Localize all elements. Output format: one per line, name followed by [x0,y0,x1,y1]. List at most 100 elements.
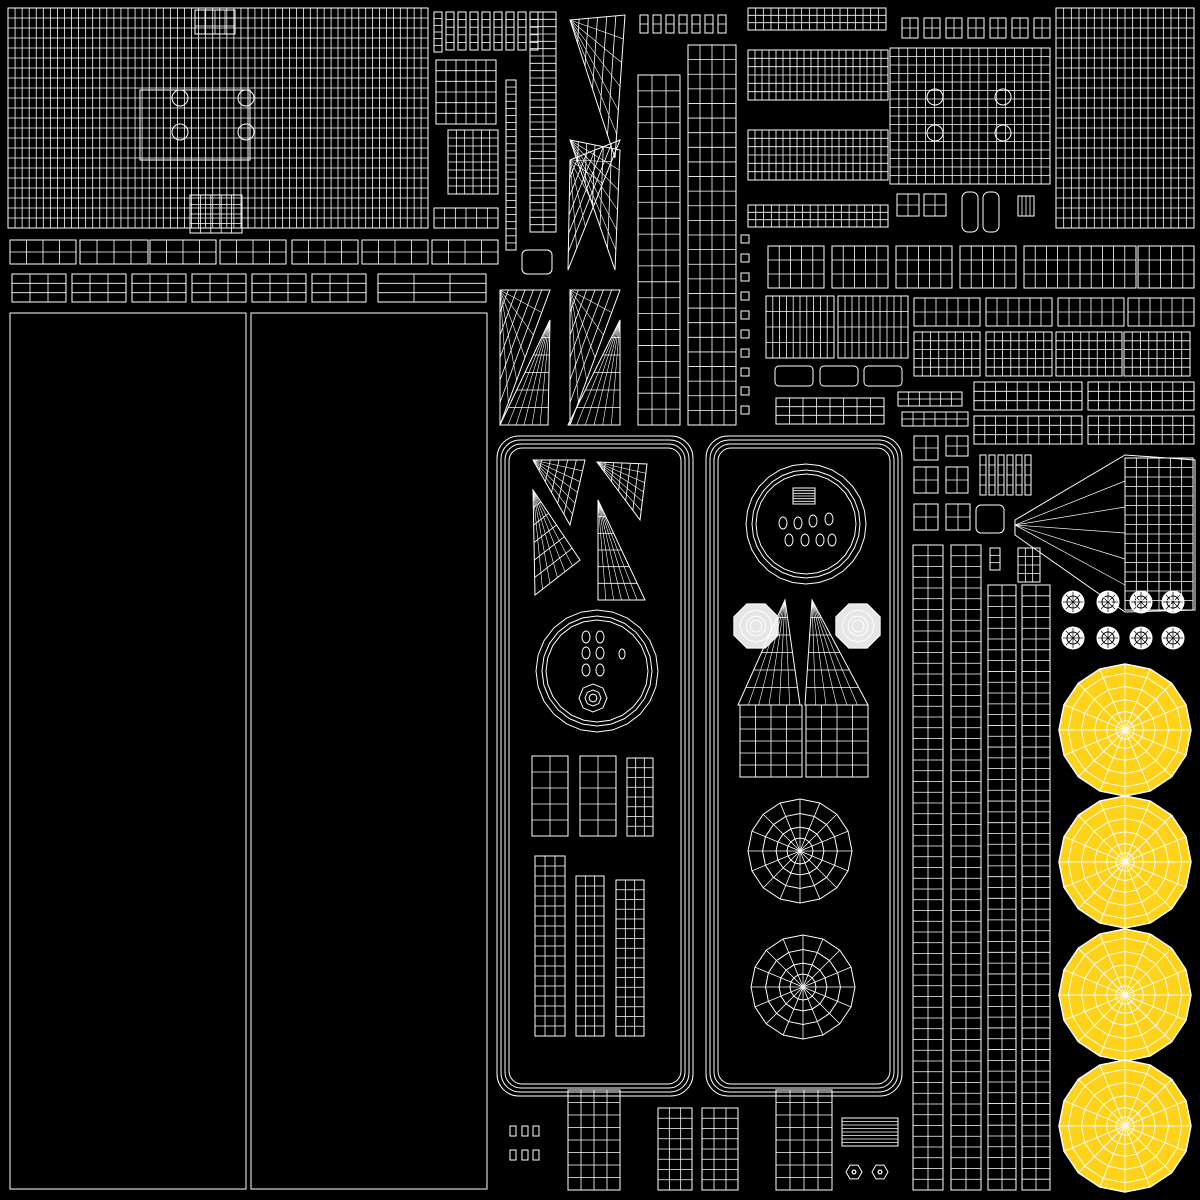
mesh-line [784,599,790,706]
bolt-circle [171,123,189,141]
ring [751,469,861,579]
strip-island [377,273,487,303]
spoke-line [782,986,804,1036]
circle-plate-right [745,463,867,585]
uv-triangle-island [569,289,621,426]
grid-outline [989,547,1001,571]
frame-stem [775,1089,833,1191]
knob-spoke [1107,637,1116,646]
thin-strip [517,11,527,51]
spoke-line [751,850,801,872]
knob-circle [1161,590,1185,614]
tiny-part [967,17,985,39]
octagon-mesh [841,609,875,643]
ring [584,689,602,707]
uv-triangle-island [569,139,621,271]
ring [541,615,653,727]
disc-spoke [1124,861,1172,909]
tiny-slot [532,1125,540,1137]
disc-spoke [1078,729,1126,777]
disc-spoke [1124,668,1151,731]
spoke-line [799,850,849,872]
tiny-strip [691,14,701,34]
disc-spoke [1124,729,1151,792]
tiny-hex [845,1164,863,1180]
strip-island [79,239,149,265]
knob-spoke [1100,630,1109,639]
wing-grid [1124,457,1194,611]
disc-spoke [1063,1125,1126,1152]
hole [815,533,825,547]
rounded-strip [863,365,903,387]
panel-block [1123,331,1191,377]
tiny-strip [988,454,996,496]
octagon-mesh [739,609,773,643]
uv-triangle-island [567,319,621,426]
spoke-line [779,802,801,852]
panel-strip [767,245,825,289]
strip-island [251,273,307,303]
tiny-part [989,17,1007,39]
tiny-part [923,193,947,217]
mesh-line [576,319,621,426]
disc-spoke [1124,994,1187,1021]
spoke-line [802,986,841,1025]
tiny-part [896,193,920,217]
tiny-square [740,405,750,415]
yellow-disc-1 [1058,663,1192,797]
tiny-strip [1017,547,1041,583]
strip-island [311,273,367,303]
large-panel-right [250,312,488,1190]
ring [845,1164,863,1180]
panel-strip [901,411,969,427]
grid-islands-layer [7,7,1195,1191]
tiny-part [913,435,939,461]
disc-spoke [1124,994,1151,1057]
ring [745,615,767,637]
knob-spoke [1107,630,1116,639]
hole [800,533,810,547]
uv-triangle-island [597,499,646,601]
strip-island [149,239,217,265]
wing-center [889,47,1051,185]
spoke-line [802,966,852,988]
knob-spoke [1072,601,1081,610]
bolt-circle [926,88,944,106]
cup-part [657,1107,693,1191]
disc-spoke [1099,994,1126,1057]
grid-outline [11,273,67,303]
light-octagon-left [733,603,779,649]
ladder-strip [637,74,681,426]
capsule-part [982,191,1000,233]
mesh-line [569,159,577,249]
spoke-line [799,850,821,900]
tiny-part [1011,17,1029,39]
ring [851,1169,857,1175]
panel-block [837,295,909,359]
tiny-strip [652,14,662,34]
ring [841,609,875,643]
triangle-islands-layer [499,14,1196,706]
knob-spoke [1065,601,1074,610]
long-strip [505,79,517,251]
panel-grid [534,855,566,1037]
uv-triangle-island [499,289,551,426]
spoke-line [765,986,804,1025]
panel-block [985,331,1053,377]
panel-strip [831,245,889,289]
panel-strip [897,391,963,407]
hole [581,630,591,644]
panel-strip [1137,245,1195,289]
knob-spoke [1072,637,1081,646]
panel-grid [575,875,605,1037]
tiny-part [945,435,969,457]
tiny-part [913,466,939,494]
panel-strip [895,245,953,289]
mesh-line [532,489,543,590]
circle-islands-layer [535,463,1185,1180]
rounded-strip [774,365,814,387]
yellow-discs-layer [1058,663,1192,1193]
frame-ring [717,447,891,1085]
capsule-part [961,191,979,233]
tiny-square [740,234,750,244]
